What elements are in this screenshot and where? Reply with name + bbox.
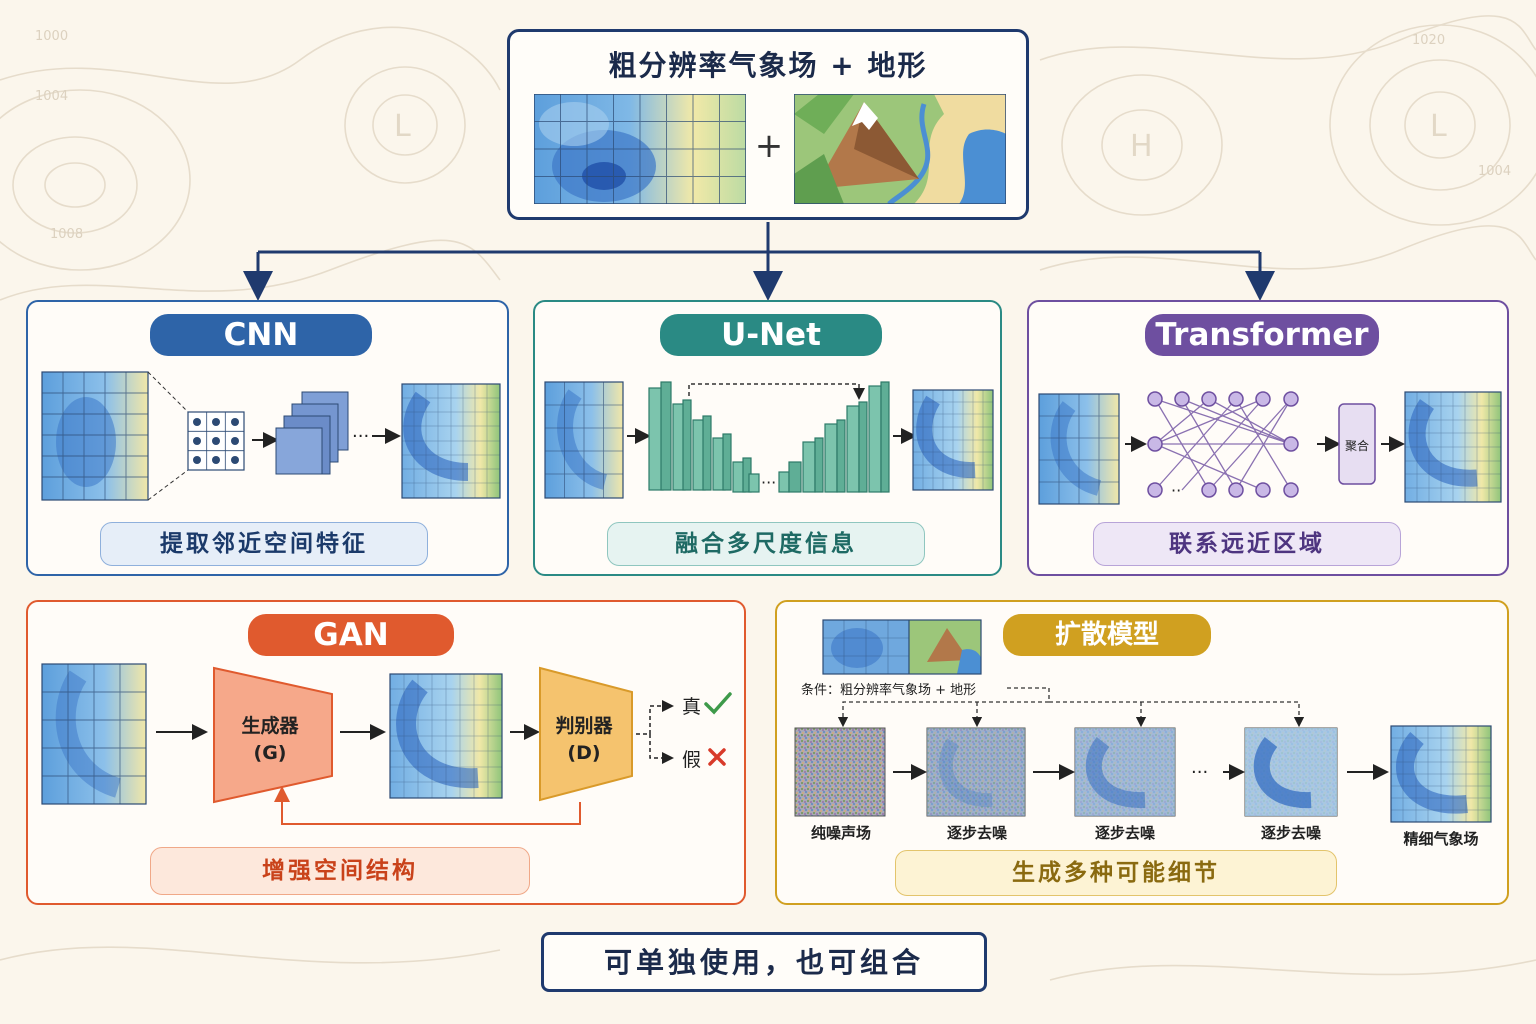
coarse-weather-field bbox=[534, 94, 746, 204]
diffusion-panel: 扩散模型 条件：粗分辨率气象场 + 地形 bbox=[775, 600, 1509, 905]
footer-note: 可单独使用，也可组合 bbox=[541, 932, 987, 992]
discriminator-label: 判别器 bbox=[555, 715, 613, 737]
step-label-noise: 纯噪声场 bbox=[810, 824, 871, 842]
diffusion-diagram: 条件：粗分辨率气象场 + 地形 ··· bbox=[794, 619, 1492, 823]
cnn-caption: 提取邻近空间特征 bbox=[100, 522, 428, 566]
discriminator-abbr: (D) bbox=[567, 742, 600, 764]
diffusion-ellipsis: ··· bbox=[1191, 762, 1208, 783]
cnn-title-badge: CNN bbox=[150, 314, 372, 356]
unet-panel: U-Net ··· bbox=[533, 300, 1002, 576]
isobar-label: 1020 bbox=[1412, 33, 1445, 48]
isobar-label: 1004 bbox=[1478, 164, 1511, 179]
transformer-diagram: ·· 聚合 bbox=[1038, 391, 1502, 505]
step-label-fine: 精细气象场 bbox=[1403, 830, 1479, 848]
step-label-denoise-1: 逐步去噪 bbox=[946, 824, 1007, 842]
unet-title-badge: U-Net bbox=[660, 314, 882, 356]
unet-diagram: ··· bbox=[544, 381, 994, 499]
cnn-diagram: ··· bbox=[41, 371, 501, 501]
cnn-ellipsis: ··· bbox=[352, 426, 369, 447]
transformer-title-badge: Transformer bbox=[1145, 314, 1379, 356]
step-label-denoise-3: 逐步去噪 bbox=[1260, 824, 1321, 842]
condition-label: 条件：粗分辨率气象场 + 地形 bbox=[801, 682, 976, 698]
check-icon bbox=[704, 692, 732, 715]
real-label: 真 bbox=[682, 696, 701, 718]
transformer-panel: Transformer bbox=[1027, 300, 1509, 576]
fake-label: 假 bbox=[682, 749, 701, 771]
transformer-ellipsis: ·· bbox=[1171, 481, 1181, 500]
input-title: 粗分辨率气象场 + 地形 bbox=[608, 49, 928, 82]
unet-ellipsis: ··· bbox=[761, 473, 776, 492]
isobar-label: 1008 bbox=[50, 227, 83, 242]
isobar-label: 1000 bbox=[35, 29, 68, 44]
diffusion-title-badge: 扩散模型 bbox=[1003, 614, 1211, 656]
cnn-panel: CNN bbox=[26, 300, 509, 576]
pressure-center: L bbox=[394, 109, 411, 144]
input-box: 粗分辨率气象场 + 地形 + bbox=[507, 29, 1029, 220]
terrain-map bbox=[794, 94, 1006, 204]
gan-diagram: 生成器 (G) 判别器 (D) 真 假 bbox=[41, 663, 732, 825]
pressure-center: L bbox=[1430, 109, 1447, 144]
step-label-denoise-2: 逐步去噪 bbox=[1094, 824, 1155, 842]
plus-sign: + bbox=[754, 126, 784, 166]
pressure-center: H bbox=[1130, 129, 1153, 164]
gan-title-badge: GAN bbox=[248, 614, 454, 656]
diffusion-caption: 生成多种可能细节 bbox=[895, 850, 1337, 896]
cross-icon bbox=[708, 748, 726, 766]
isobar-label: 1004 bbox=[35, 89, 68, 104]
unet-caption: 融合多尺度信息 bbox=[607, 522, 925, 566]
generator-abbr: (G) bbox=[254, 742, 287, 764]
gan-caption: 增强空间结构 bbox=[150, 847, 530, 895]
aggregate-label: 聚合 bbox=[1345, 438, 1369, 453]
transformer-caption: 联系远近区域 bbox=[1093, 522, 1401, 566]
gan-panel: GAN 生成器 (G) bbox=[26, 600, 746, 905]
generator-label: 生成器 bbox=[241, 714, 299, 737]
